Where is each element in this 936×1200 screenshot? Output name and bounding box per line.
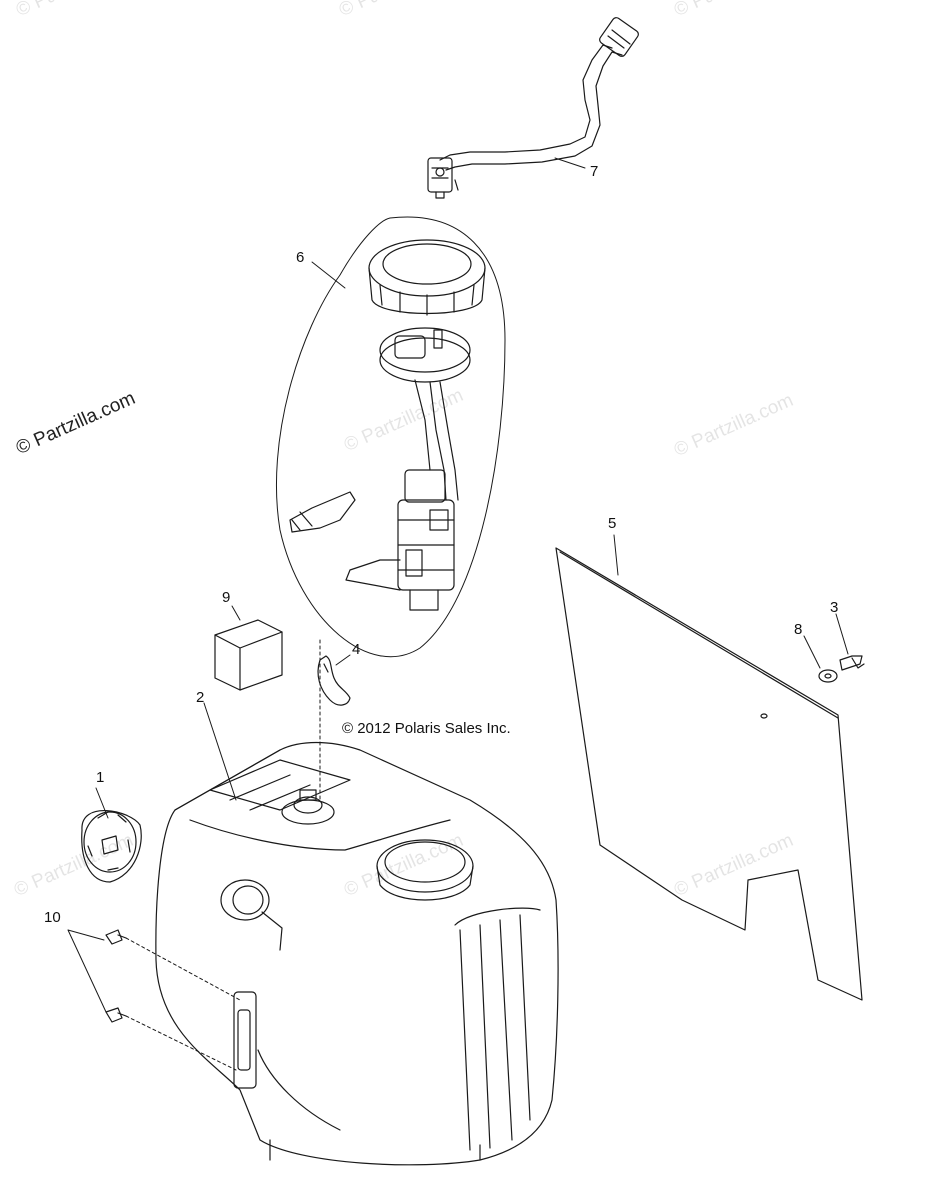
hose-clip: [317, 639, 351, 801]
fuel-line-hose: [427, 17, 639, 199]
callout-5: 5: [608, 515, 617, 532]
callout-3: 3: [830, 599, 839, 616]
fuel-pump-assembly: [275, 216, 506, 658]
heat-shield-panel: [555, 534, 863, 1001]
washer: [803, 635, 838, 683]
callout-1: 1: [96, 769, 105, 786]
callout-6: 6: [296, 249, 305, 266]
fuel-cap: [81, 787, 142, 883]
callout-7: 7: [590, 163, 599, 180]
bolt: [835, 613, 865, 671]
callout-9: 9: [222, 589, 231, 606]
callout-8: 8: [794, 621, 803, 638]
callout-4: 4: [352, 641, 361, 658]
fuel-tank: [155, 702, 559, 1166]
foam-block: [214, 605, 283, 691]
copyright-notice: © 2012 Polaris Sales Inc.: [342, 720, 511, 737]
mounting-screws: [67, 929, 241, 1071]
callout-2: 2: [196, 689, 205, 706]
callout-10: 10: [44, 909, 61, 926]
